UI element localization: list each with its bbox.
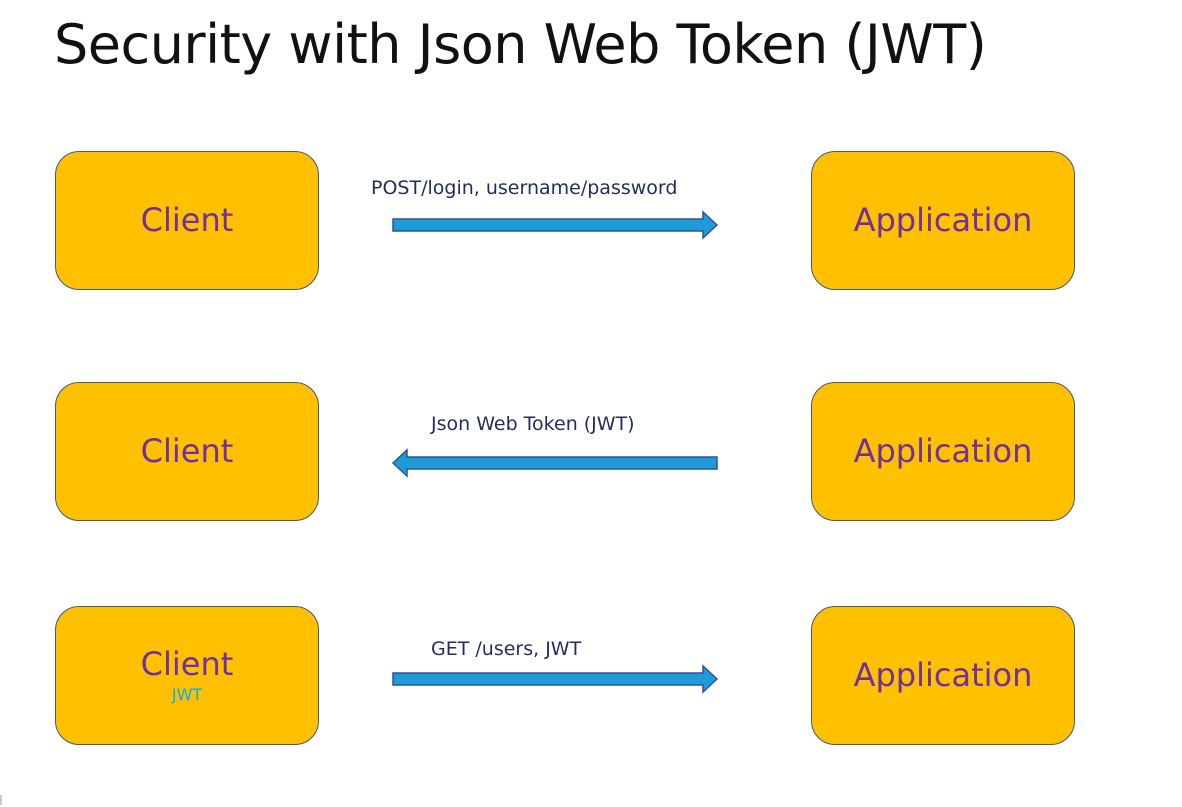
slide-corner-mark [0,795,2,805]
client-box-users: Client JWT [55,606,319,745]
application-label: Application [853,431,1033,470]
jwt-badge: JWT [171,684,203,704]
token-response-label: Json Web Token (JWT) [431,413,635,435]
application-box-users: Application [811,606,1075,745]
client-label: Client [140,645,234,684]
login-request-label: POST/login, username/password [371,177,678,199]
application-label: Application [853,200,1033,239]
page-title: Security with Json Web Token (JWT) [54,13,987,76]
client-box-login: Client [55,151,319,290]
application-box-login: Application [811,151,1075,290]
client-label: Client [140,200,234,239]
application-box-token: Application [811,382,1075,521]
right-arrow-login [392,210,719,240]
application-label: Application [853,655,1033,694]
left-arrow-token [391,448,718,478]
client-box-token: Client [55,382,319,521]
client-label: Client [140,431,234,470]
users-request-label: GET /users, JWT [431,638,582,660]
right-arrow-users [392,664,719,694]
